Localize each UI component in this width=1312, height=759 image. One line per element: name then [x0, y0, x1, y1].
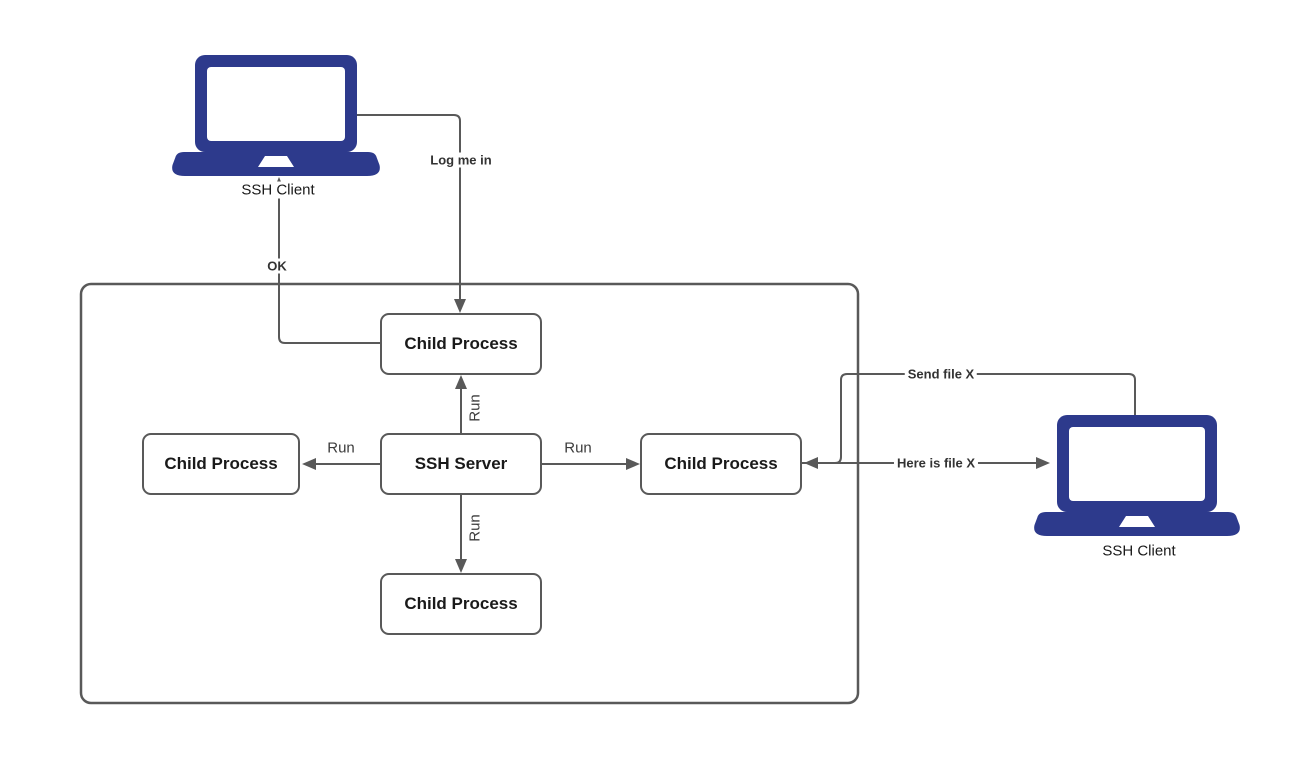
node-child-process-left: Child Process: [142, 433, 300, 495]
edge-login-arrowhead-down: [454, 299, 466, 313]
edge-run-down-arrowhead: [455, 559, 467, 573]
node-child-process-right: Child Process: [640, 433, 802, 495]
edge-run-up-label: Run: [466, 394, 484, 422]
edge-run-right-arrowhead: [626, 458, 640, 470]
edge-ok-line: [278, 191, 380, 344]
node-child-process-bottom-label: Child Process: [404, 594, 518, 613]
edge-send-file-label: Send file X: [904, 366, 978, 382]
node-ssh-server: SSH Server: [380, 433, 542, 495]
edge-login-line: [357, 114, 461, 299]
laptop-icon-left: [172, 55, 380, 176]
edge-here-file-arrowhead: [1036, 457, 1050, 469]
node-child-process-right-label: Child Process: [664, 454, 778, 473]
laptop-icon-right: [1034, 415, 1240, 536]
node-child-process-bottom: Child Process: [380, 573, 542, 635]
node-ssh-server-label: SSH Server: [414, 454, 508, 473]
edge-run-up-arrowhead: [455, 375, 467, 389]
node-child-process-top: Child Process: [380, 313, 542, 375]
edge-run-left-label: Run: [327, 439, 355, 457]
edge-here-file-label: Here is file X: [893, 455, 979, 471]
edge-send-file-line: [818, 373, 1136, 464]
node-child-process-top-label: Child Process: [404, 334, 518, 353]
client-right-caption: SSH Client: [1100, 542, 1178, 560]
edge-run-right-label: Run: [564, 439, 592, 457]
node-child-process-left-label: Child Process: [164, 454, 278, 473]
edge-run-left-arrowhead: [302, 458, 316, 470]
edge-ok-label: OK: [264, 258, 290, 274]
edge-login-label: Log me in: [427, 152, 495, 168]
client-left-caption: SSH Client: [239, 181, 317, 199]
edge-run-down-label: Run: [466, 514, 484, 542]
server-boundary-container: [79, 282, 860, 705]
